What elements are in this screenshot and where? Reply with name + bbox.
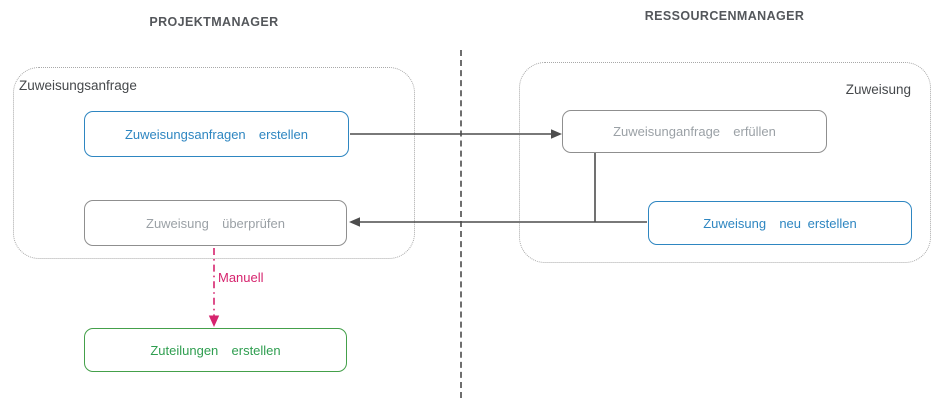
group-zuweisung: Zuweisung — [519, 62, 931, 263]
node-zuweisung-neu-erstellen: Zuweisung neu erstellen — [648, 201, 912, 245]
edge-label-manuell: Manuell — [218, 270, 264, 285]
node-zuweisunganfrage-erfuellen: Zuweisunganfrage erfüllen — [562, 110, 827, 153]
arrow-create-to-fulfill — [350, 129, 562, 139]
lane-header-projektmanager: PROJEKTMANAGER — [149, 15, 279, 29]
node-zuweisungsanfragen-erstellen: Zuweisungsanfragen erstellen — [84, 111, 349, 157]
lane-divider — [460, 50, 462, 398]
node-zuteilungen-erstellen: Zuteilungen erstellen — [84, 328, 347, 372]
group-label-zuweisung: Zuweisung — [845, 82, 911, 97]
node-label: Zuweisunganfrage erfüllen — [613, 124, 776, 139]
node-label: Zuweisung neu erstellen — [703, 215, 857, 231]
lane-header-ressourcenmanager: RESSOURCENMANAGER — [644, 9, 805, 23]
arrow-new-to-review — [349, 153, 647, 227]
node-label: Zuweisung überprüfen — [146, 215, 285, 231]
node-zuweisung-ueberpruefen: Zuweisung überprüfen — [84, 200, 347, 246]
group-zuweisungsanfrage: Zuweisungsanfrage — [13, 67, 415, 259]
arrow-manual-review-to-alloc — [208, 248, 220, 327]
group-label-zuweisungsanfrage: Zuweisungsanfrage — [19, 78, 137, 93]
node-label: Zuweisungsanfragen erstellen — [124, 126, 309, 142]
node-label: Zuteilungen erstellen — [150, 342, 281, 358]
